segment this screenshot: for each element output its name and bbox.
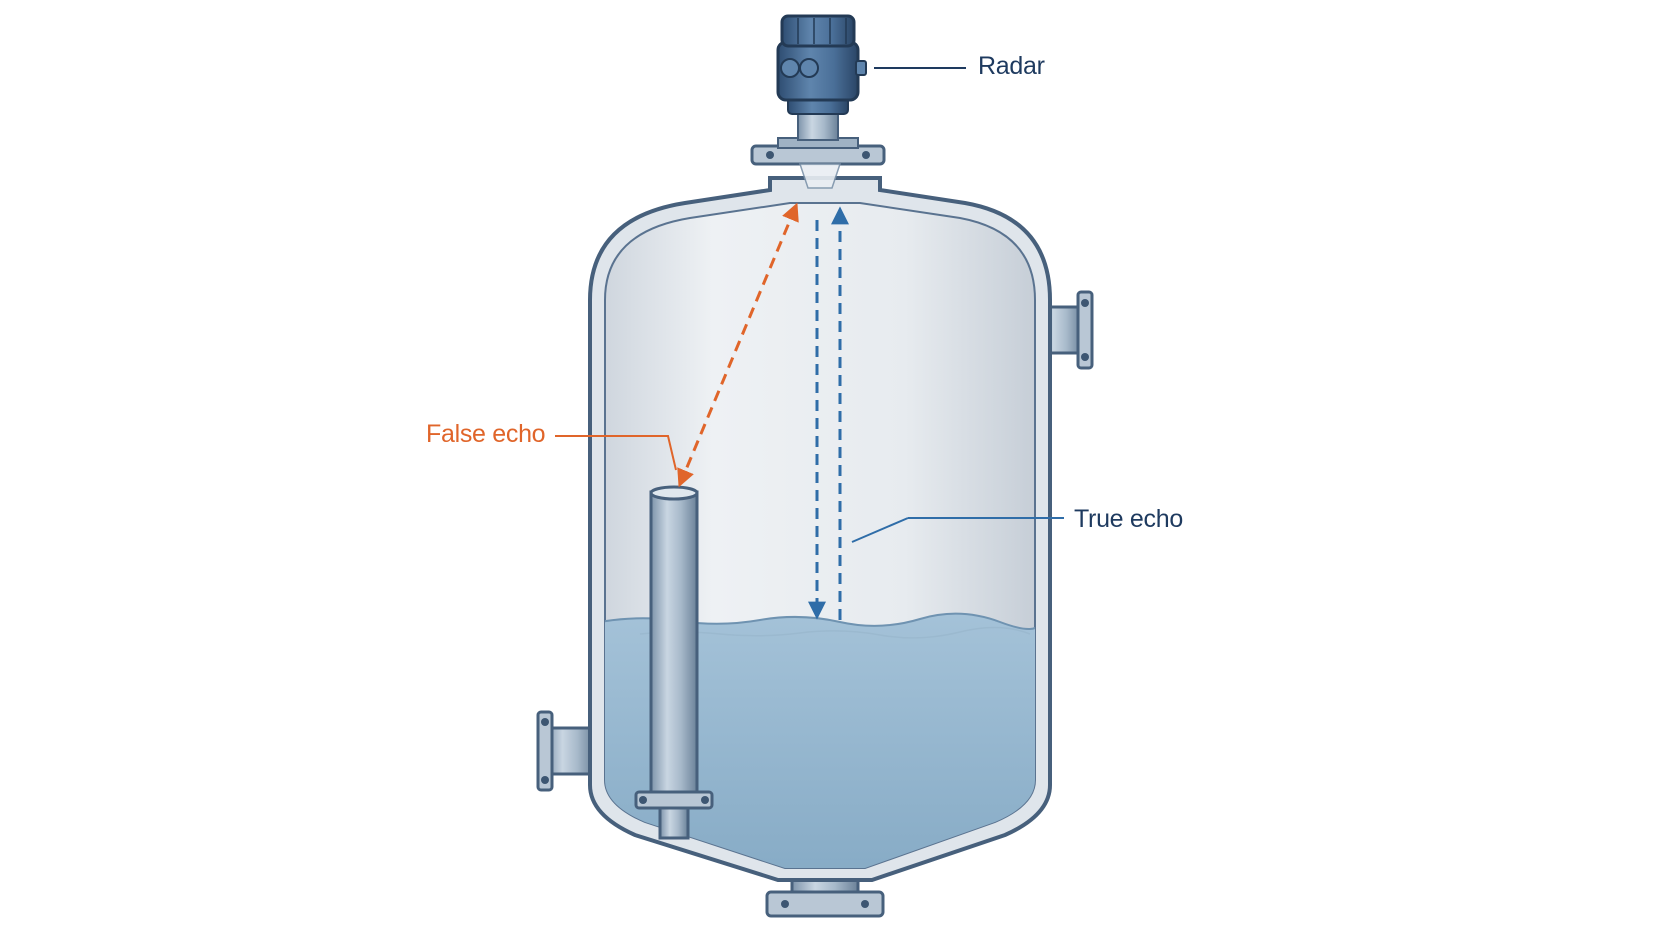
false-echo-leader-line — [555, 435, 677, 471]
true-echo-label: True echo — [1074, 505, 1183, 533]
standpipe — [634, 485, 714, 840]
left-nozzle — [536, 710, 597, 792]
radar-transmitter — [750, 14, 886, 189]
true-echo-leader-line — [851, 517, 909, 543]
liquid — [605, 612, 1035, 868]
right-nozzle — [1036, 290, 1094, 370]
false-echo-arrow — [677, 202, 799, 488]
radar-label: Radar — [978, 52, 1045, 80]
false-echo-label: False echo — [426, 420, 546, 448]
